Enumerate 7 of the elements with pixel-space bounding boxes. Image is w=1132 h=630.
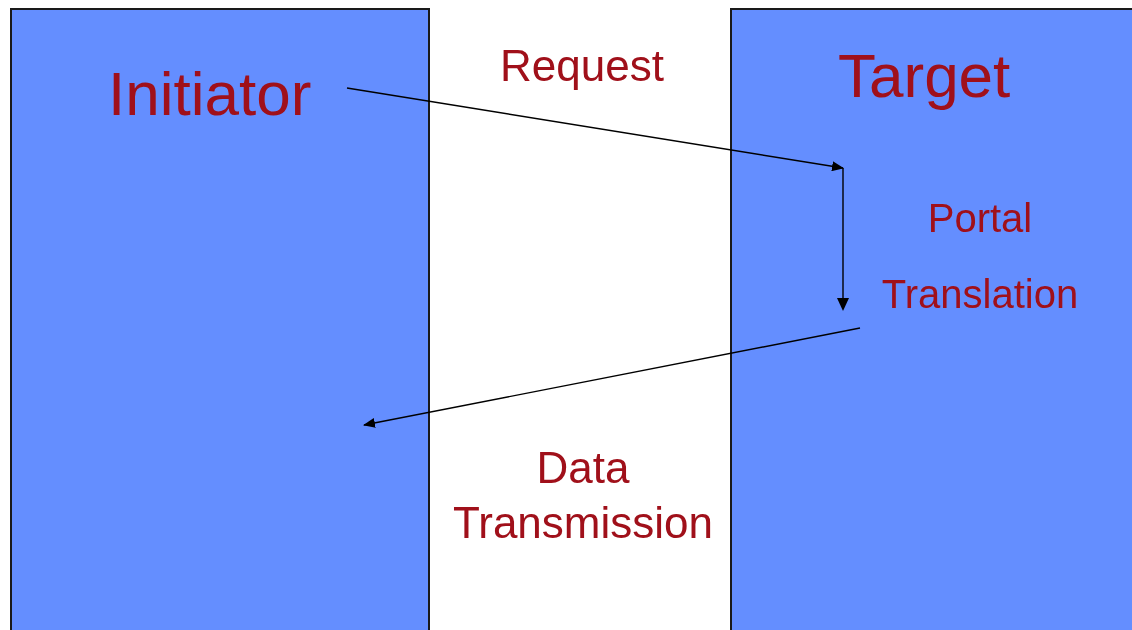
panel-box bbox=[10, 8, 430, 630]
arrow bbox=[363, 327, 861, 428]
arrow bbox=[346, 87, 844, 172]
panel-title: Target bbox=[838, 40, 1011, 112]
panel-note: Portal Translation bbox=[880, 195, 1080, 318]
panel-title: Initiator bbox=[108, 58, 312, 130]
panel-box bbox=[730, 8, 1132, 630]
